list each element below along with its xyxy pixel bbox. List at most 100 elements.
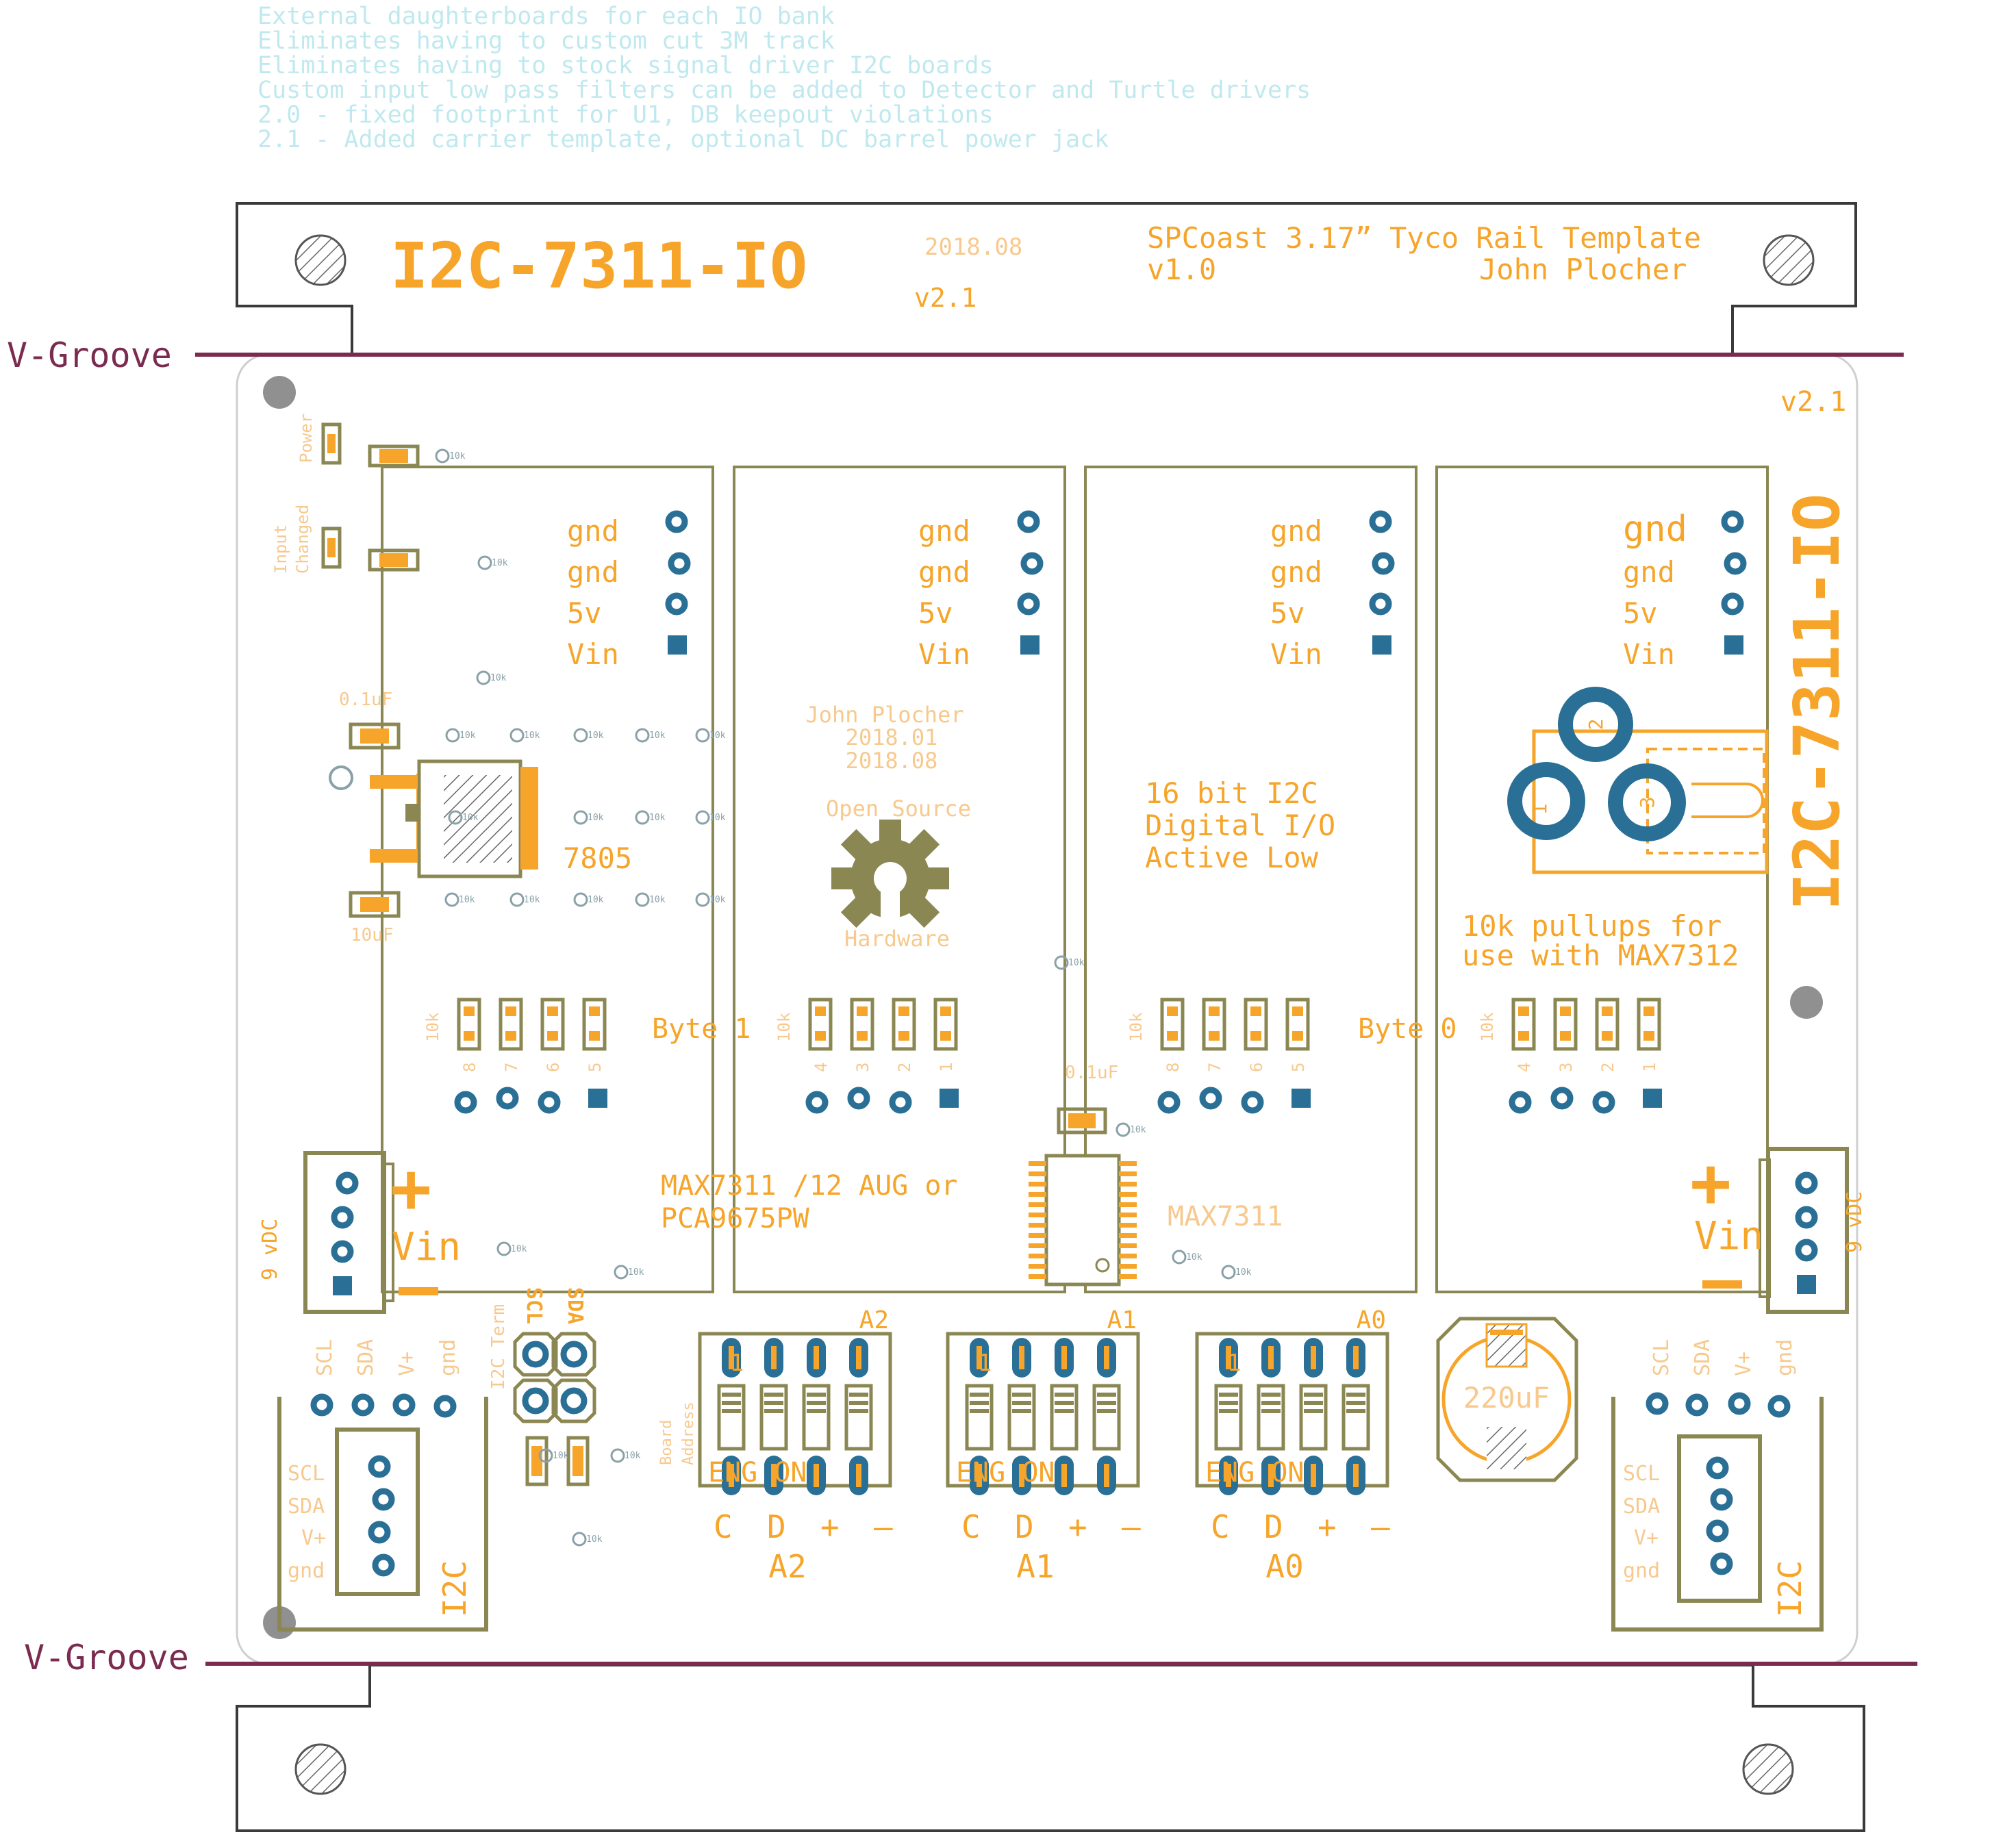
revision-notes: External daughterboards for each IO bank… <box>257 3 1311 153</box>
via-label: 10k <box>649 895 666 905</box>
io-pad <box>1592 1091 1615 1114</box>
pullup-line: 10k pullups for <box>1462 909 1722 943</box>
carrier-date: 2018.08 <box>924 233 1022 261</box>
via <box>1054 955 1069 970</box>
pin-number-label: 6 <box>544 1063 563 1072</box>
dip-on-number: 1 <box>978 1349 992 1377</box>
author-date: 2018.01 <box>846 724 938 750</box>
pin-number-label: 8 <box>460 1063 479 1072</box>
vdc-label: 9 vDC <box>258 1219 282 1280</box>
via-label: 10k <box>588 813 604 823</box>
i2c-pin-label: gnd <box>1773 1339 1797 1376</box>
i2c-pin-label: SCL <box>313 1339 337 1376</box>
dip-pin-label: C <box>961 1508 981 1545</box>
note-line: Eliminates having to stock signal driver… <box>257 52 994 79</box>
dc-barrel-jack: 1 2 3 <box>1507 687 1769 874</box>
cap-value: 220uF <box>1463 1381 1550 1415</box>
mounting-hole <box>294 1743 346 1795</box>
fiducial <box>1790 986 1823 1019</box>
oshw-gear-icon <box>831 820 949 940</box>
oshw-bottom-label: Hardware <box>844 926 950 952</box>
via-label: 10k <box>1235 1267 1252 1278</box>
byte0-label: Byte 0 <box>1358 1013 1457 1045</box>
minus-sign <box>1702 1280 1742 1289</box>
dip-eng-on-label: ENG ON <box>956 1457 1055 1488</box>
jack-pin-label: 1 <box>1528 804 1551 815</box>
via-label: 10k <box>628 1267 644 1278</box>
resistor <box>1511 998 1536 1051</box>
resistor <box>808 998 833 1051</box>
via <box>476 670 491 685</box>
i2c-pin-label: SCL <box>1650 1339 1674 1376</box>
mounting-hole <box>294 234 346 286</box>
led-input-label: Changed <box>293 505 312 574</box>
i2c-pin-label: V+ <box>395 1352 419 1376</box>
pin-number-label: 1 <box>937 1063 956 1072</box>
pin-number-label: 2 <box>1598 1063 1617 1072</box>
dip-pin-label: + <box>820 1508 840 1545</box>
mounting-hole <box>1763 234 1815 286</box>
board-side-title: I2C-7311-IO <box>1780 494 1854 911</box>
via-label: 10k <box>459 731 476 741</box>
ic-option-line: PCA9675PW <box>661 1203 810 1234</box>
vin-connector-left: + Vin 9 vDC <box>258 1148 461 1314</box>
daughterboard-outlines <box>381 466 1769 1293</box>
author-name: John Plocher <box>805 702 963 728</box>
vgroove-label: V-Groove <box>7 335 172 375</box>
resistor <box>1285 998 1310 1051</box>
i2c-side-label: V+ <box>301 1526 326 1550</box>
note-line: External daughterboards for each IO bank <box>257 3 835 30</box>
note-line: 2.1 - Added carrier template, optional D… <box>257 126 1109 153</box>
via <box>614 1265 629 1280</box>
dip-address-bottom: A1 <box>1016 1548 1054 1585</box>
resistor <box>850 998 874 1051</box>
power-label: gnd <box>918 555 970 589</box>
resistor <box>933 998 958 1051</box>
ic-pin <box>1119 1243 1137 1248</box>
ic-pin <box>1119 1274 1137 1279</box>
led-power-label: Power <box>297 414 316 463</box>
via-label: 10k <box>1130 1125 1146 1135</box>
byte1-label: Byte 1 <box>652 1013 751 1045</box>
note-line: Eliminates having to custom cut 3M track <box>257 27 835 55</box>
dip-on-number: 1 <box>1227 1349 1241 1377</box>
power-label: gnd <box>1270 555 1322 589</box>
carrier-info-version: v1.0 <box>1147 253 1216 286</box>
resistor <box>1595 998 1620 1051</box>
via <box>477 555 492 570</box>
io-pad <box>496 1087 519 1110</box>
dip-pin-label: D <box>767 1508 786 1545</box>
i2c-side-label: SDA <box>1623 1495 1660 1519</box>
vin-label: Vin <box>392 1225 461 1269</box>
io-pad <box>1241 1091 1264 1114</box>
author-date: 2018.08 <box>846 748 938 774</box>
fiducial <box>263 376 296 409</box>
author-block: John Plocher 2018.01 2018.08 Open Source… <box>805 702 971 952</box>
dip-on-number: 1 <box>730 1349 744 1377</box>
ic-pin <box>1029 1182 1046 1187</box>
power-label: gnd <box>567 555 619 589</box>
resistor <box>892 998 916 1051</box>
io-bank-outline <box>1435 466 1769 1293</box>
io-pad <box>1199 1087 1222 1110</box>
ic-max7311: 0.1uF MAX7311 MAX7311 /12 AUG or PCA9675… <box>661 1063 1283 1286</box>
via <box>538 1448 553 1463</box>
via-label: 10k <box>459 895 475 905</box>
ic-pin <box>1029 1192 1046 1197</box>
vgroove-label: V-Groove <box>24 1638 189 1677</box>
regulator-label: 7805 <box>563 841 632 875</box>
resistor-value-label: 10k <box>1478 1012 1497 1042</box>
via <box>435 448 450 464</box>
io-pad <box>940 1089 959 1108</box>
via <box>635 810 650 825</box>
dip-address-top: A2 <box>859 1306 889 1334</box>
ic-pin <box>1119 1202 1137 1207</box>
power-header-bank-1: gnd gnd 5v Vin <box>567 510 691 671</box>
description-line: Active Low <box>1145 841 1319 874</box>
via-label: 10k <box>524 731 540 741</box>
io-bank-outline <box>1084 466 1418 1293</box>
